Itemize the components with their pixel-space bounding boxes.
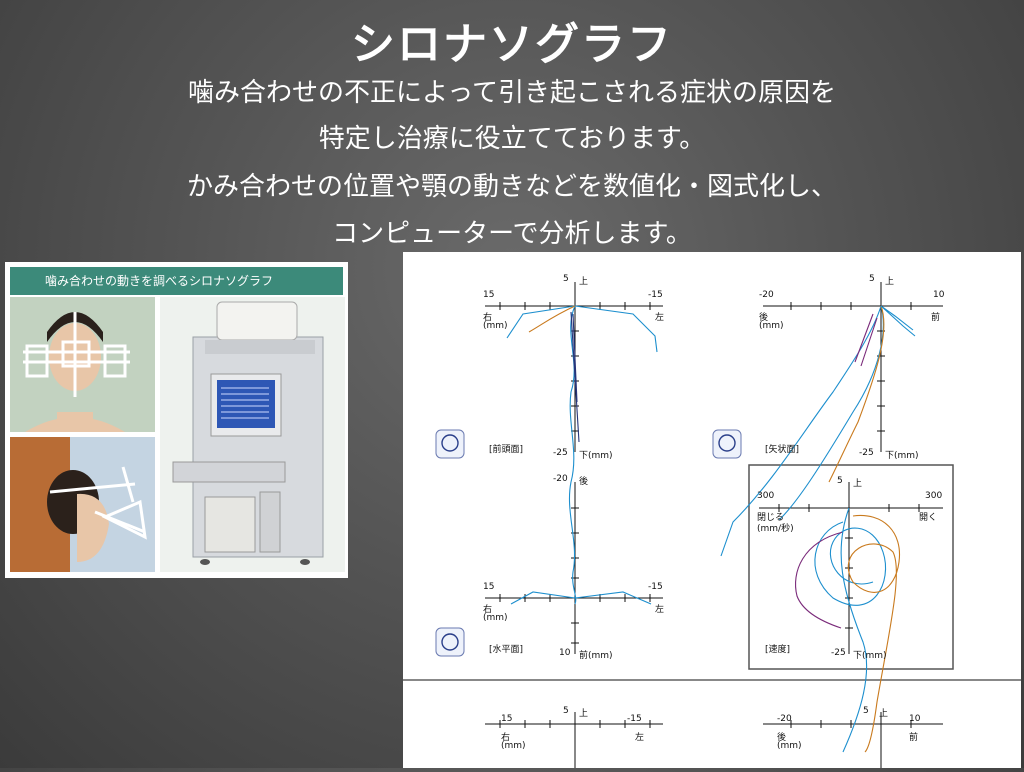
frontal-right-value: -15 bbox=[648, 290, 663, 300]
sagittal-right-label: 前 bbox=[931, 313, 941, 323]
face-front-icon bbox=[435, 429, 465, 459]
velocity-panel-label: [速度] bbox=[765, 645, 791, 655]
photo-banner: 噛み合わせの動きを調べるシロナソグラフ bbox=[10, 267, 343, 295]
frontal-left-value: 15 bbox=[483, 290, 495, 300]
bottom-left-right-label: 左 bbox=[635, 733, 645, 743]
gnathograph-chart: 5 上 15 -15 右 (mm) 左 -25 下(mm) [前頭面] 5 上 … bbox=[403, 252, 1021, 768]
description-line-2: 特定し治療に役立てております。 bbox=[318, 124, 706, 154]
horizontal-top-label: 後 bbox=[579, 477, 589, 487]
face-top-icon bbox=[435, 627, 465, 657]
frontal-panel-label: [前頭面] bbox=[489, 445, 524, 455]
bottom-left-right-value: -15 bbox=[627, 714, 642, 724]
horizontal-right-label: 左 bbox=[655, 605, 665, 615]
gnathograph-svg bbox=[403, 282, 1021, 768]
horizontal-unit: (mm) bbox=[483, 613, 508, 623]
velocity-right-value: 300 bbox=[925, 491, 943, 501]
bottom-left-left-label: 右 bbox=[501, 733, 511, 743]
bottom-left-top-label: 上 bbox=[579, 709, 589, 719]
velocity-unit: (mm/秒) bbox=[757, 524, 794, 534]
horizontal-left-label: 右 bbox=[483, 605, 493, 615]
sagittal-left-value: -20 bbox=[759, 290, 774, 300]
horizontal-right-value: -15 bbox=[648, 582, 663, 592]
horizontal-top-value: -20 bbox=[553, 474, 568, 484]
velocity-left-label: 閉じる bbox=[757, 513, 785, 523]
description-line-1: 噛み合わせの不正によって引き起こされる症状の原因を bbox=[188, 78, 836, 108]
bottom-left-left-value: 15 bbox=[501, 714, 513, 724]
frontal-right-label: 左 bbox=[655, 313, 665, 323]
frontal-top-label: 上 bbox=[579, 277, 589, 287]
frontal-top-value: 5 bbox=[563, 274, 569, 284]
bottom-right-left-value: -20 bbox=[777, 714, 792, 724]
sagittal-left-label: 後 bbox=[759, 313, 769, 323]
sagittal-top-label: 上 bbox=[885, 277, 895, 287]
slide-title: シロナソグラフ bbox=[351, 19, 673, 70]
sagittal-panel-label: [矢状面] bbox=[765, 445, 800, 455]
frontal-unit: (mm) bbox=[483, 321, 508, 331]
bottom-right-top-label: 上 bbox=[879, 709, 889, 719]
frontal-bottom-label: 下(mm) bbox=[579, 451, 613, 461]
bottom-right-top-value: 5 bbox=[863, 706, 869, 716]
velocity-bottom-label: 下(mm) bbox=[853, 651, 887, 661]
frontal-left-label: 右 bbox=[483, 313, 493, 323]
bottom-left-unit: (mm) bbox=[501, 741, 526, 751]
bottom-right-right-value: 10 bbox=[909, 714, 921, 724]
sagittal-top-value: 5 bbox=[869, 274, 875, 284]
velocity-bottom-value: -25 bbox=[831, 648, 846, 658]
sagittal-right-value: 10 bbox=[933, 290, 945, 300]
description-line-4: コンピューターで分析します。 bbox=[332, 219, 692, 249]
horizontal-left-value: 15 bbox=[483, 582, 495, 592]
bottom-left-top-value: 5 bbox=[563, 706, 569, 716]
sagittal-bottom-label: 下(mm) bbox=[885, 451, 919, 461]
horizontal-bottom-label: 前(mm) bbox=[579, 651, 613, 661]
description-line-3: かみ合わせの位置や顎の動きなどを数値化・図式化し、 bbox=[186, 172, 837, 202]
horizontal-panel-label: [水平面] bbox=[489, 645, 524, 655]
device-photo: 噛み合わせの動きを調べるシロナソグラフ bbox=[5, 262, 348, 578]
sagittal-unit: (mm) bbox=[759, 321, 784, 331]
sagittal-bottom-value: -25 bbox=[859, 448, 874, 458]
frontal-bottom-value: -25 bbox=[553, 448, 568, 458]
face-side-icon bbox=[712, 429, 742, 459]
bottom-right-right-label: 前 bbox=[909, 733, 919, 743]
bottom-right-left-label: 後 bbox=[777, 733, 787, 743]
velocity-top-value: 5 bbox=[837, 476, 843, 486]
velocity-top-label: 上 bbox=[853, 479, 863, 489]
photo-illustration bbox=[10, 297, 345, 572]
velocity-right-label: 開く bbox=[919, 513, 938, 523]
horizontal-bottom-value: 10 bbox=[559, 648, 571, 658]
bottom-right-unit: (mm) bbox=[777, 741, 802, 751]
velocity-left-value: 300 bbox=[757, 491, 775, 501]
